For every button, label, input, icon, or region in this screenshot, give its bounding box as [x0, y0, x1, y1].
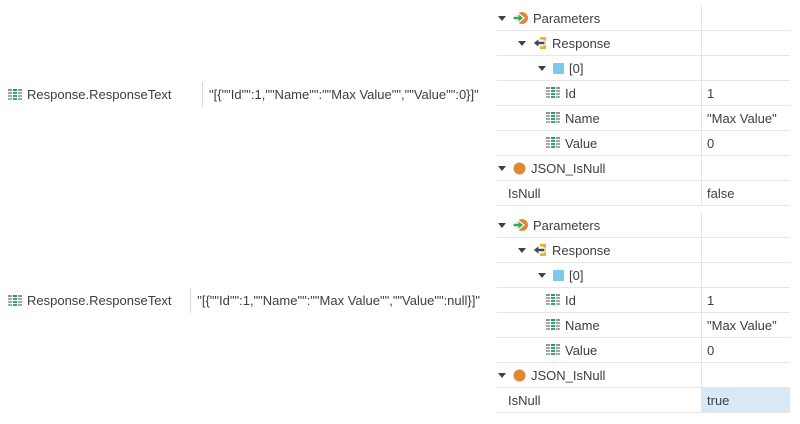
tree-node-label: Value	[565, 342, 598, 358]
array-index-icon	[553, 269, 564, 281]
result-field-value: "[{""Id"":1,""Name"":""Max Value"",""Val…	[202, 82, 479, 107]
parameters-icon	[513, 11, 528, 25]
tree-row-value[interactable]: Value 0	[497, 131, 790, 156]
grid-field-icon	[546, 87, 560, 99]
array-index-icon	[553, 62, 564, 74]
tree-node-label: IsNull	[508, 185, 541, 201]
tree-node-value: 1	[701, 288, 790, 312]
tree-node-value	[701, 363, 790, 387]
tree-node-label: Name	[565, 317, 600, 333]
tree-node-label: Parameters	[533, 217, 601, 233]
tree-row-parameters[interactable]: Parameters	[497, 6, 790, 31]
tree-row-response[interactable]: Response	[497, 31, 790, 56]
grid-field-icon	[546, 344, 560, 356]
tree-row-isnull[interactable]: IsNull false	[497, 181, 790, 206]
json-isnull-icon	[513, 369, 526, 382]
json-isnull-icon	[513, 162, 526, 175]
chevron-down-icon[interactable]	[498, 165, 506, 171]
tree-node-label: Name	[565, 110, 600, 126]
tree-row-array-item[interactable]: [0]	[497, 56, 790, 81]
tree-node-value	[701, 213, 790, 237]
tree-node-value-highlighted: true	[701, 388, 790, 412]
result-row[interactable]: Response.ResponseText "[{""Id"":1,""Name…	[0, 288, 480, 313]
chevron-down-icon[interactable]	[518, 247, 526, 253]
chevron-down-icon[interactable]	[498, 15, 506, 21]
grid-field-icon	[546, 294, 560, 306]
tree-node-value	[701, 156, 790, 180]
tree-node-value	[701, 31, 790, 55]
tree-node-value: "Max Value"	[701, 313, 790, 337]
tree-row-isnull[interactable]: IsNull true	[497, 388, 790, 413]
result-field-value: "[{""Id"":1,""Name"":""Max Value"",""Val…	[190, 288, 480, 313]
chevron-down-icon[interactable]	[538, 65, 546, 71]
tree-row-name[interactable]: Name "Max Value"	[497, 313, 790, 338]
tree-node-label: Response	[552, 35, 611, 51]
parameters-tree: Parameters Response [0] Id 1 Name "Max V…	[497, 6, 790, 206]
tree-node-value: "Max Value"	[701, 106, 790, 130]
response-icon	[533, 243, 547, 257]
grid-field-icon	[546, 112, 560, 124]
tree-row-array-item[interactable]: [0]	[497, 263, 790, 288]
tree-node-value: 0	[701, 131, 790, 155]
parameters-tree: Parameters Response [0] Id 1 Name "Max V…	[497, 213, 790, 413]
chevron-down-icon[interactable]	[498, 372, 506, 378]
tree-node-label: Response	[552, 242, 611, 258]
tree-node-label: [0]	[569, 60, 584, 76]
tree-node-value	[701, 56, 790, 80]
chevron-down-icon[interactable]	[498, 222, 506, 228]
tree-node-label: Id	[565, 85, 576, 101]
tree-node-value	[701, 238, 790, 262]
grid-field-icon	[546, 319, 560, 331]
tree-row-response[interactable]: Response	[497, 238, 790, 263]
chevron-down-icon[interactable]	[538, 272, 546, 278]
tree-node-label: Id	[565, 292, 576, 308]
result-row[interactable]: Response.ResponseText "[{""Id"":1,""Name…	[0, 82, 480, 107]
tree-row-parameters[interactable]: Parameters	[497, 213, 790, 238]
tree-node-value	[701, 6, 790, 30]
result-field-label: Response.ResponseText	[27, 293, 172, 308]
tree-node-label: IsNull	[508, 392, 541, 408]
tree-row-id[interactable]: Id 1	[497, 288, 790, 313]
tree-row-id[interactable]: Id 1	[497, 81, 790, 106]
tree-row-value[interactable]: Value 0	[497, 338, 790, 363]
tree-node-label: Parameters	[533, 10, 601, 26]
tree-row-json-isnull[interactable]: JSON_IsNull	[497, 156, 790, 181]
tree-row-name[interactable]: Name "Max Value"	[497, 106, 790, 131]
grid-field-icon	[546, 137, 560, 149]
tree-node-value: 1	[701, 81, 790, 105]
tree-node-label: JSON_IsNull	[531, 367, 606, 383]
tree-node-label: [0]	[569, 267, 584, 283]
tree-node-value: false	[701, 181, 790, 205]
grid-field-icon	[8, 88, 22, 101]
grid-field-icon	[8, 294, 22, 307]
tree-node-label: JSON_IsNull	[531, 160, 606, 176]
result-field-label: Response.ResponseText	[27, 87, 172, 102]
response-icon	[533, 36, 547, 50]
parameters-icon	[513, 218, 528, 232]
tree-row-json-isnull[interactable]: JSON_IsNull	[497, 363, 790, 388]
tree-node-label: Value	[565, 135, 598, 151]
chevron-down-icon[interactable]	[518, 40, 526, 46]
tree-node-value: 0	[701, 338, 790, 362]
tree-node-value	[701, 263, 790, 287]
